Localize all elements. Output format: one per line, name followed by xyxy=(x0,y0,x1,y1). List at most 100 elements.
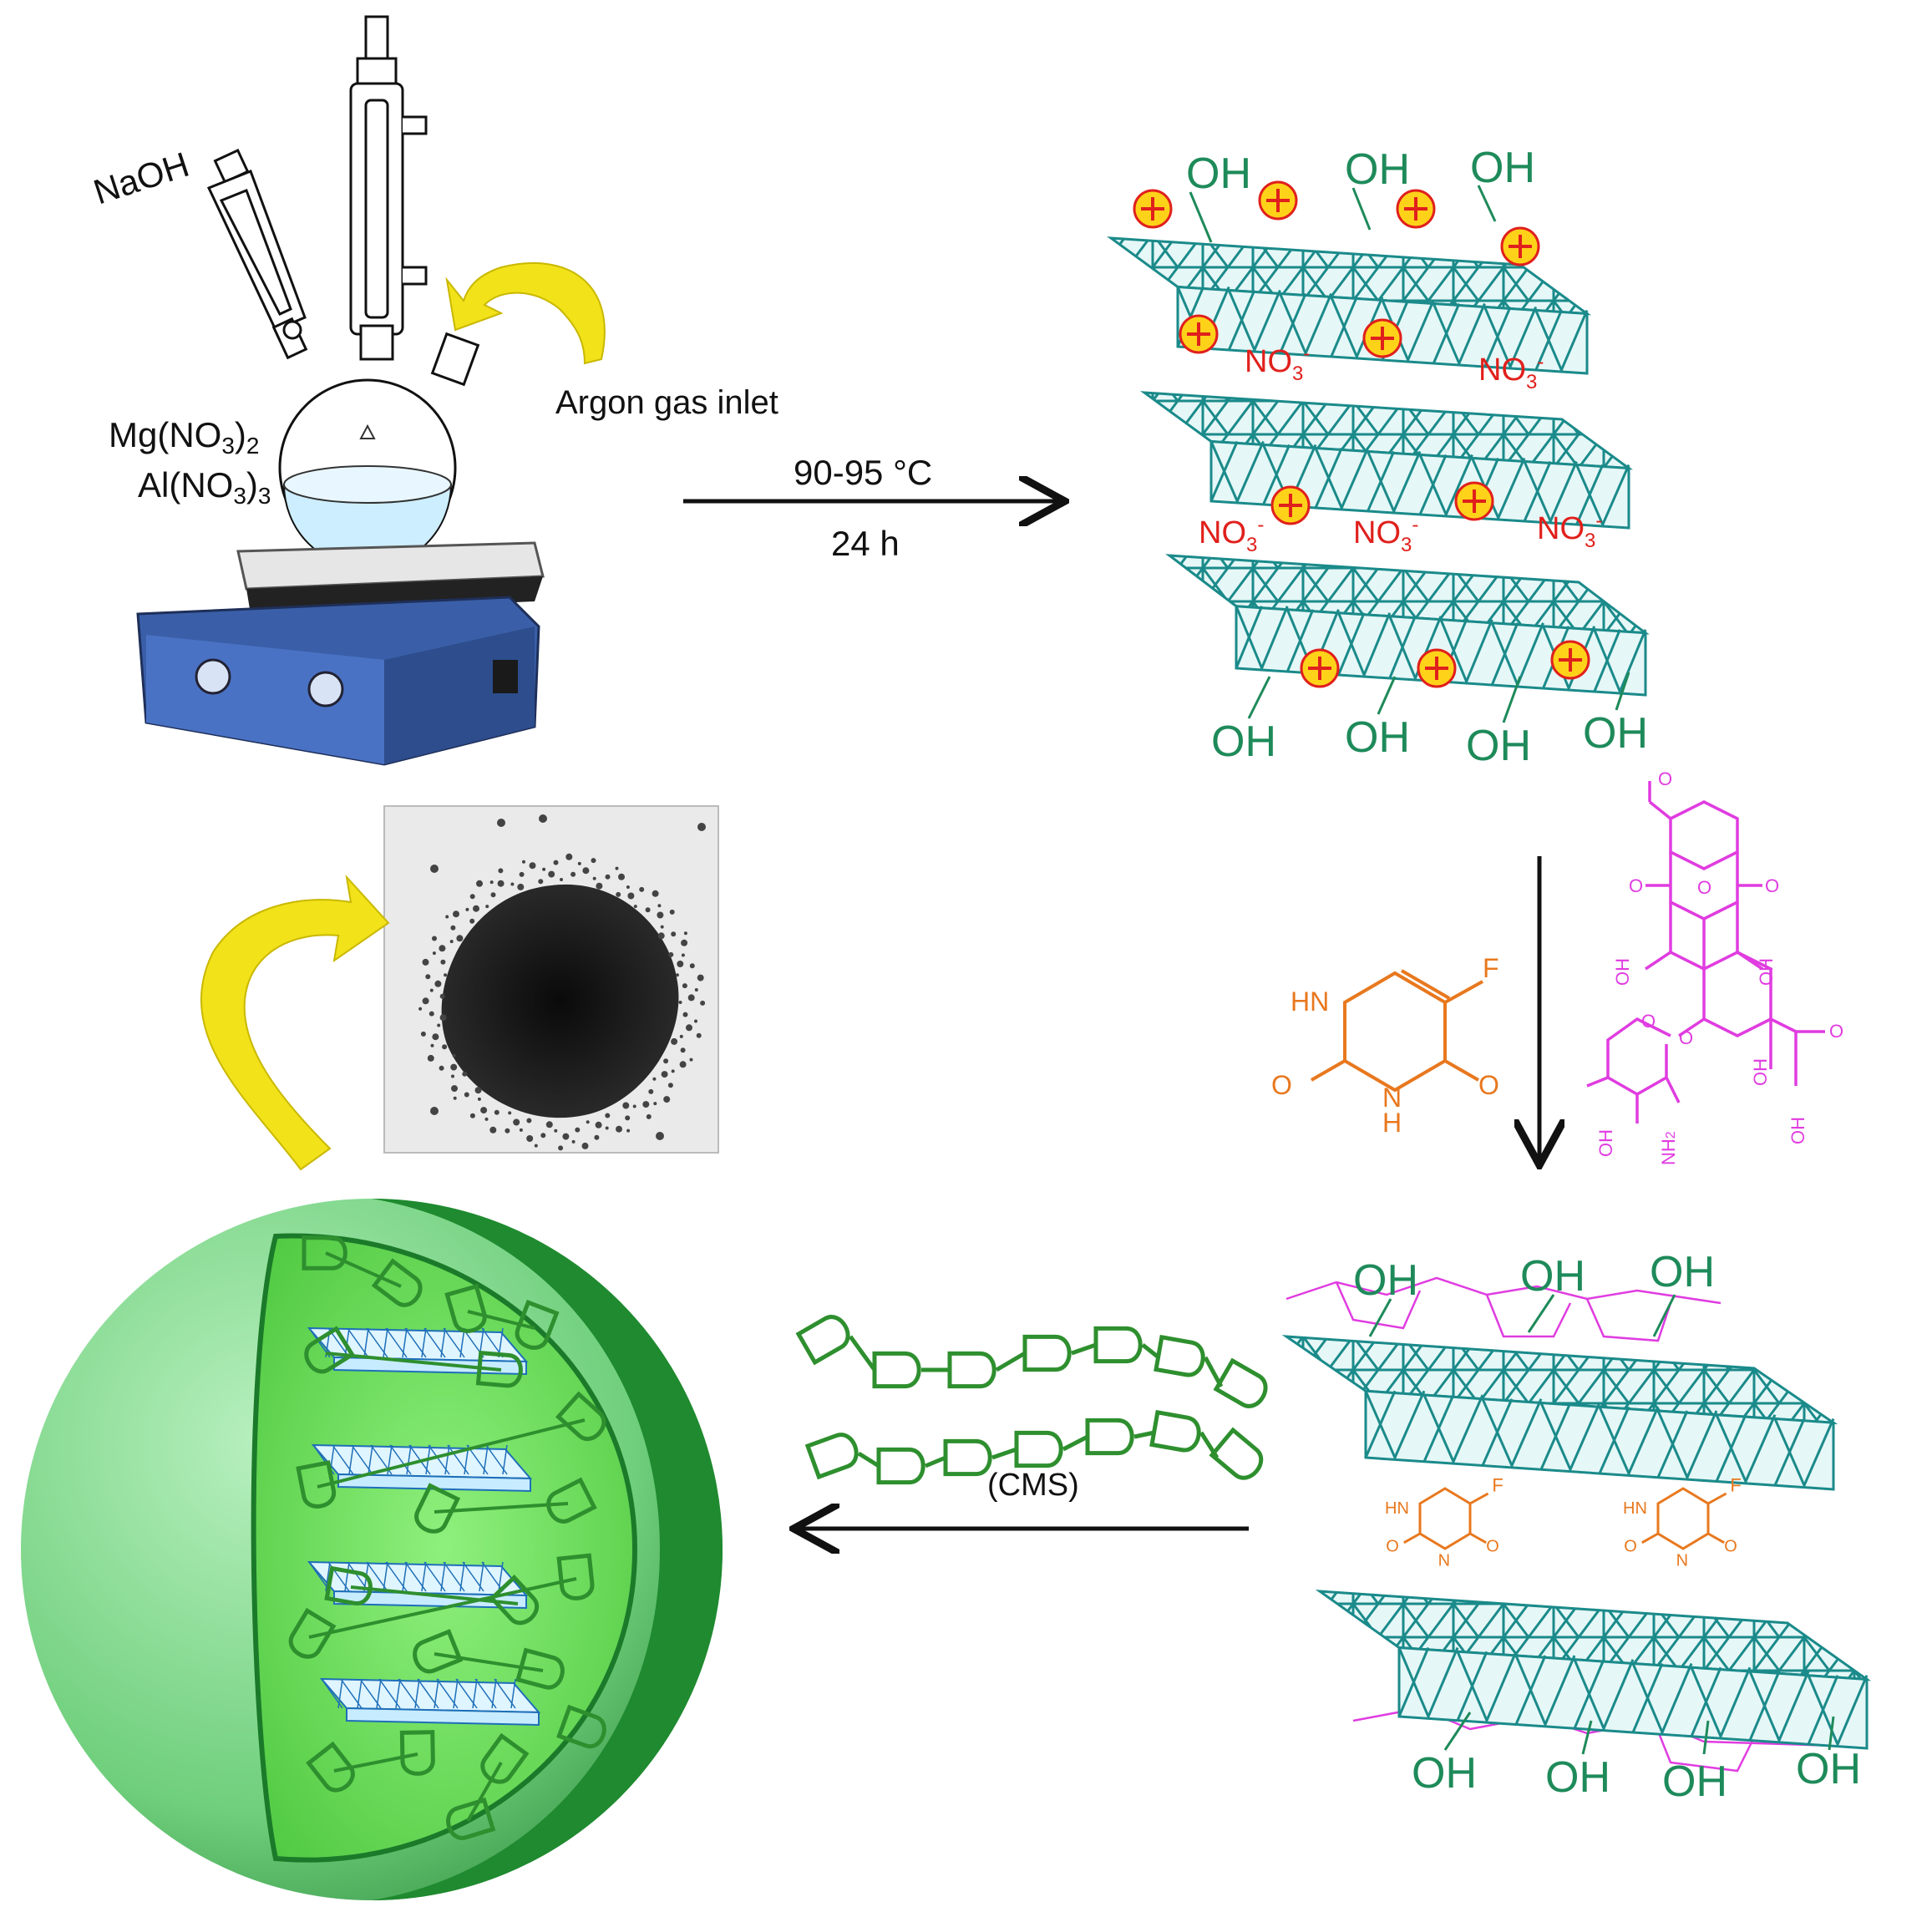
loaded-ldh-layer-1 xyxy=(1281,1335,1838,1491)
svg-text:O: O xyxy=(1629,875,1643,896)
hydroxyl-label: OH xyxy=(1545,1753,1610,1802)
polymer-unit xyxy=(943,1438,992,1477)
svg-text:OH: OH xyxy=(1750,1058,1771,1086)
polymer-unit xyxy=(1209,1427,1264,1480)
hydroxyl-label: OH xyxy=(1650,1248,1715,1296)
polymer-unit xyxy=(288,1607,337,1659)
fluorouracil-labels: HN F O O N H xyxy=(1271,953,1499,1138)
hydroxyl-label: OH xyxy=(1186,150,1251,198)
hydroxyl-label: OH xyxy=(1583,709,1648,758)
polymer-unit xyxy=(446,1797,496,1840)
hydroxyl-label: OH xyxy=(1470,144,1535,192)
naoh-label: NaOH xyxy=(89,145,194,212)
positive-charge-icon xyxy=(1500,226,1540,266)
positive-charge-icon xyxy=(1133,189,1173,229)
svg-text:O: O xyxy=(1658,768,1672,789)
svg-text:O: O xyxy=(1829,1021,1843,1042)
nitrate-label: NO3- xyxy=(1199,514,1264,556)
hydroxyl-label: OH xyxy=(1345,145,1410,194)
svg-text:O: O xyxy=(1765,875,1779,896)
time-label: 24 h xyxy=(831,524,900,563)
hydroxyl-label: OH xyxy=(1353,1256,1418,1305)
positive-charge-icon xyxy=(1179,314,1219,354)
polymer-unit xyxy=(304,1326,356,1374)
doxorubicin-labels: O O O O OH OH O O OH O OH OH NH2 xyxy=(1595,768,1843,1165)
cms-label: (CMS) xyxy=(987,1468,1079,1503)
polymer-unit xyxy=(546,1477,597,1524)
hydroxyl-label: OH xyxy=(1412,1749,1477,1798)
intercalated-fluorouracil: F HN O O N xyxy=(1623,1475,1742,1570)
svg-text:OH: OH xyxy=(1612,958,1633,986)
addition-funnel-icon xyxy=(206,148,308,360)
polymer-unit xyxy=(1022,1334,1072,1372)
svg-text:O: O xyxy=(1679,1027,1693,1048)
ldh-layer-2 xyxy=(1139,391,1634,530)
polymer-unit xyxy=(302,1235,347,1270)
svg-text:O: O xyxy=(1624,1538,1637,1556)
polymer-unit xyxy=(1154,1334,1205,1377)
positive-charge-icon xyxy=(1362,318,1402,358)
fluorouracil-molecule xyxy=(1311,969,1483,1093)
polymer-unit xyxy=(556,1704,606,1749)
svg-text:N: N xyxy=(1676,1551,1688,1570)
svg-text:O: O xyxy=(1486,1538,1499,1556)
polymer-unit xyxy=(1149,1409,1201,1453)
polymer-unit xyxy=(489,1575,540,1626)
encapsulated-ldh-layer xyxy=(307,1560,529,1610)
svg-text:O: O xyxy=(1724,1538,1737,1556)
polymer-unit xyxy=(876,1447,925,1485)
cms-polymer-chain xyxy=(795,1315,1268,1485)
argon-inlet-arrow-icon xyxy=(445,262,606,365)
doxorubicin-molecule xyxy=(1586,781,1825,1123)
reaction-apparatus: NaOH Mg(NO3)2 Al(NO3)3 Argon gas inlet xyxy=(89,15,778,766)
positive-charge-icon xyxy=(1300,648,1340,688)
positive-charge-icon xyxy=(1258,180,1298,221)
al-nitrate-label: Al(NO3)3 xyxy=(138,465,271,509)
argon-label: Argon gas inlet xyxy=(555,384,778,421)
svg-text:F: F xyxy=(1730,1475,1741,1496)
svg-text:OH: OH xyxy=(1787,1117,1808,1144)
polymer-unit xyxy=(515,1299,560,1350)
hot-plate-stirrer-icon xyxy=(136,541,545,766)
polymer-unit xyxy=(556,1553,595,1600)
polymer-unit xyxy=(1085,1418,1134,1456)
nitrate-label: NO3- xyxy=(1245,342,1310,385)
svg-text:O: O xyxy=(1697,877,1711,898)
svg-text:OH: OH xyxy=(1595,1129,1616,1157)
side-neck-icon xyxy=(430,332,480,387)
polymer-unit xyxy=(1093,1326,1143,1364)
svg-text:O: O xyxy=(1478,1070,1499,1100)
tem-micrograph xyxy=(383,805,719,1154)
hydroxyl-label: OH xyxy=(1520,1252,1585,1301)
polymer-unit xyxy=(795,1315,850,1366)
hydroxyl-label: OH xyxy=(1211,718,1276,766)
svg-text:N: N xyxy=(1382,1083,1402,1113)
condenser-icon xyxy=(349,15,428,361)
nitrate-label: NO3- xyxy=(1353,514,1418,556)
polymer-unit xyxy=(1014,1430,1063,1468)
svg-text:N: N xyxy=(1438,1551,1450,1570)
svg-text:NH2: NH2 xyxy=(1658,1131,1679,1165)
svg-text:OH: OH xyxy=(1756,958,1777,986)
polymer-unit xyxy=(414,1483,461,1534)
svg-text:F: F xyxy=(1483,953,1499,983)
polymer-unit xyxy=(872,1351,921,1389)
round-bottom-flask-icon xyxy=(278,378,457,569)
positive-charge-icon xyxy=(1270,485,1311,525)
svg-text:O: O xyxy=(1386,1538,1399,1556)
svg-text:O: O xyxy=(1271,1070,1292,1100)
svg-text:HN: HN xyxy=(1623,1499,1647,1518)
nitrate-label: NO3- xyxy=(1478,351,1544,393)
polymer-unit xyxy=(399,1730,435,1776)
hydroxyl-label: OH xyxy=(1662,1757,1727,1806)
svg-text:O: O xyxy=(1641,1011,1656,1032)
polymer-unit xyxy=(296,1460,336,1509)
svg-text:H: H xyxy=(1382,1108,1402,1138)
polymer-unit xyxy=(804,1433,859,1480)
svg-text:HN: HN xyxy=(1291,986,1329,1017)
loaded-ldh-layer-2 xyxy=(1315,1590,1872,1750)
encapsulated-ldh-layer xyxy=(319,1677,541,1727)
polymer-unit xyxy=(947,1351,996,1389)
